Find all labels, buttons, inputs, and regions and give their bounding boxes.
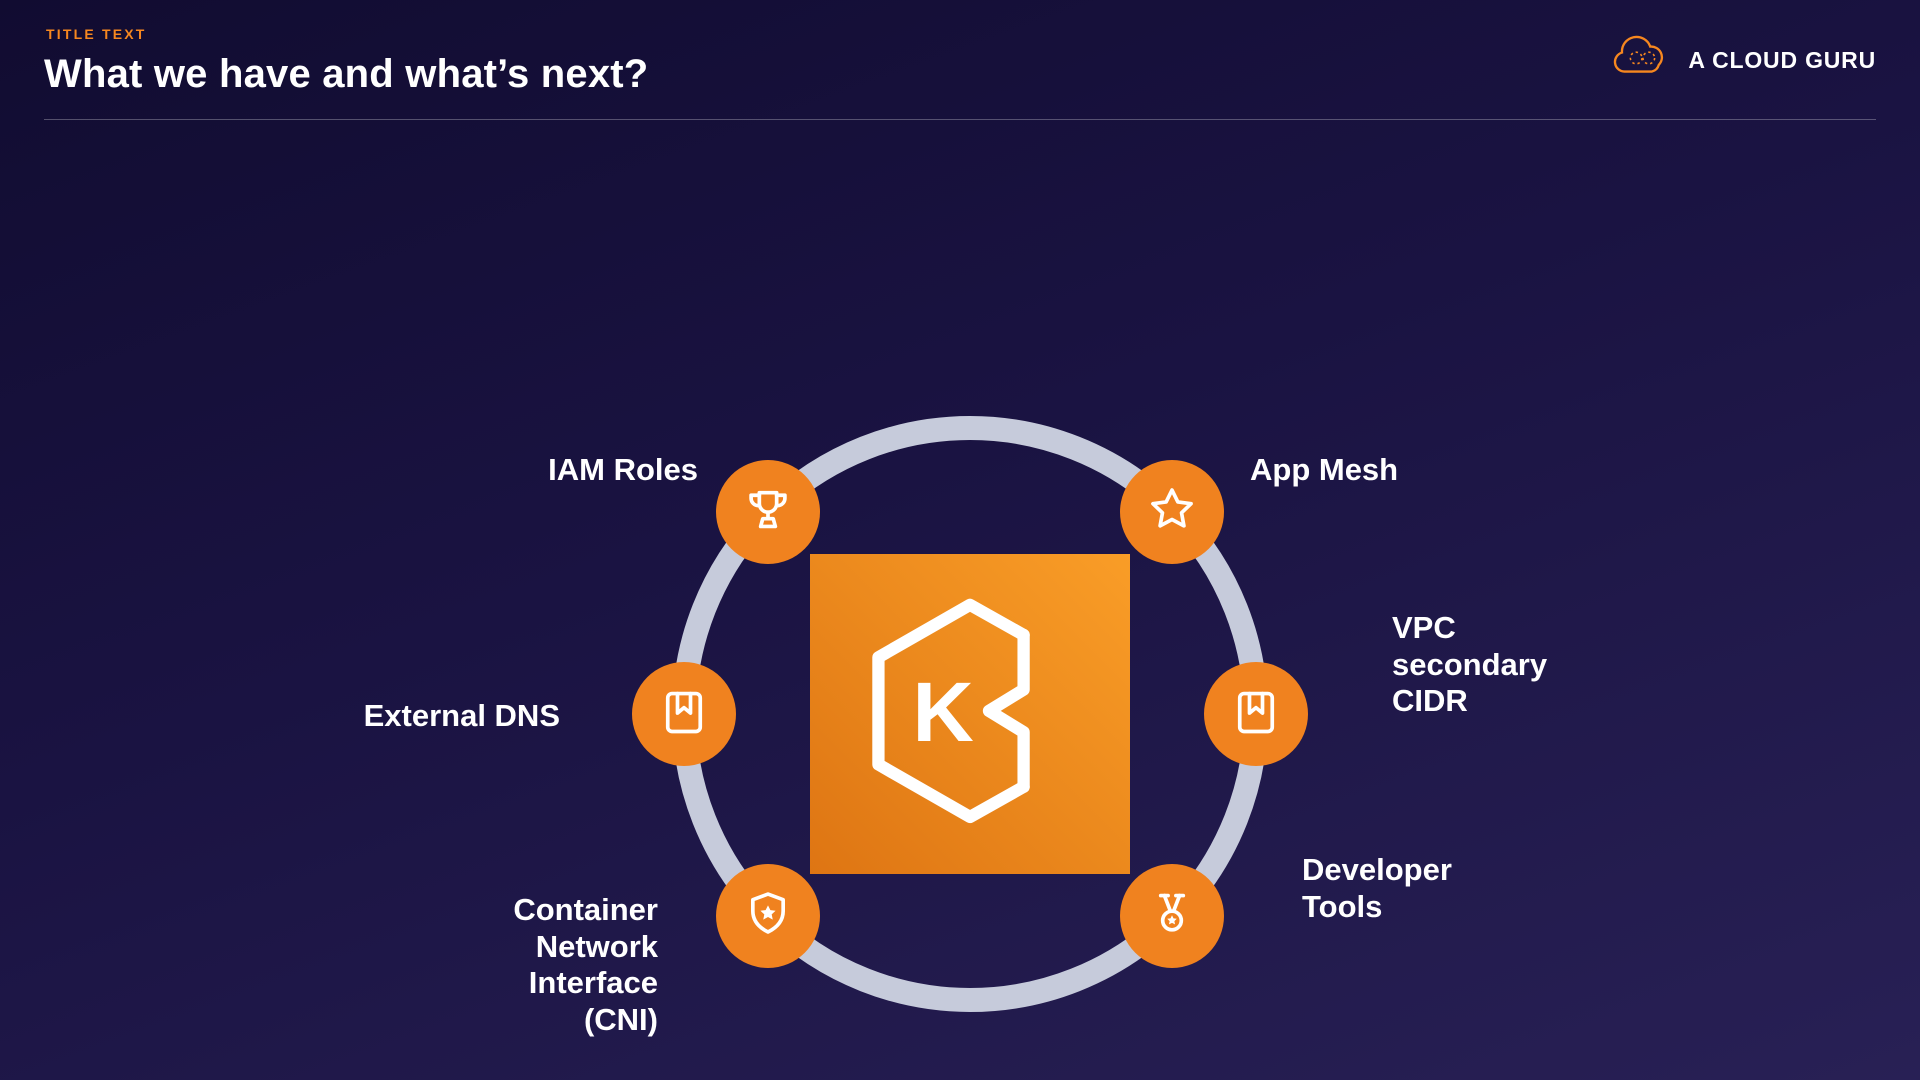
eks-center-tile: K <box>810 554 1130 874</box>
brand-name: A CLOUD GURU <box>1688 46 1876 73</box>
node-developer-tools <box>1120 864 1224 968</box>
label-iam-roles: IAM Roles <box>548 452 698 487</box>
label-developer-tools: Developer Tools <box>1302 852 1452 924</box>
eks-hexagon-logo-icon: K <box>836 578 1104 851</box>
node-app-mesh <box>1120 460 1224 564</box>
circular-diagram: K <box>0 122 1920 1080</box>
node-vpc-secondary-cidr <box>1204 662 1308 766</box>
label-container-network-interface: Container Network Interface (CNI) <box>513 892 658 1037</box>
node-external-dns <box>632 662 736 766</box>
star-icon <box>1146 484 1198 541</box>
label-vpc-secondary-cidr: VPC secondary CIDR <box>1392 610 1548 719</box>
node-container-network-interface <box>716 864 820 968</box>
bookmark-icon <box>658 686 710 743</box>
page-title: What we have and what’s next? <box>44 52 649 96</box>
shield-star-icon <box>742 888 794 945</box>
eks-letter: K <box>913 664 974 759</box>
eyebrow-text: TITLE TEXT <box>46 26 147 42</box>
header-divider <box>44 119 1876 120</box>
slide-header: TITLE TEXT What we have and what’s next?… <box>0 0 1920 122</box>
node-iam-roles <box>716 460 820 564</box>
label-external-dns: External DNS <box>363 698 560 733</box>
cloud-logo-icon <box>1608 35 1676 86</box>
bookmark-icon <box>1230 686 1282 743</box>
medal-icon <box>1146 888 1198 945</box>
brand-lockup: A CLOUD GURU <box>1608 34 1876 86</box>
label-app-mesh: App Mesh <box>1250 452 1399 487</box>
trophy-icon <box>742 484 794 541</box>
